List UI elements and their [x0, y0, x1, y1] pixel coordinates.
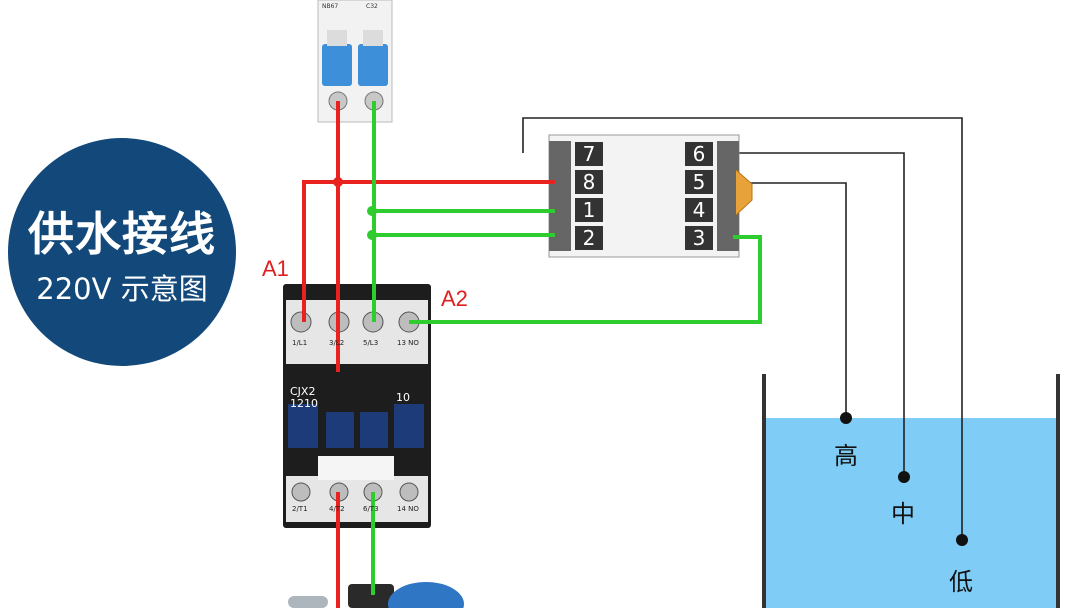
label-a1: A1 [262, 256, 289, 281]
relay-pin-7: 7 [575, 142, 603, 166]
breaker-brand: NB67 [322, 3, 339, 10]
breaker-toggle-left [322, 44, 352, 86]
relay-pin-8: 8 [575, 170, 603, 194]
terminal-bottom-2: 4/T2 [329, 505, 345, 513]
level-low-label: 低 [949, 568, 973, 596]
terminal-bottom-3: 6/T3 [363, 505, 379, 513]
relay-terminals-left [549, 141, 571, 251]
badge-title: 供水接线 [28, 207, 216, 261]
contactor-model-line2: 1210 [290, 397, 318, 410]
terminal-top-4: 13 NO [397, 339, 419, 347]
breaker-rating: C32 [366, 3, 378, 10]
breaker-clip-right [363, 30, 383, 46]
contactor-window-4 [394, 404, 424, 448]
breaker-toggle-right [358, 44, 388, 86]
relay-pin-4: 4 [685, 198, 713, 222]
terminal-top-3: 5/L3 [363, 339, 379, 347]
contactor-window-1 [288, 404, 318, 448]
wire-high-probe [746, 182, 847, 418]
junction-live [333, 177, 343, 187]
level-high-label: 高 [834, 442, 858, 470]
live-wires [302, 101, 555, 608]
label-a2: A2 [441, 286, 468, 311]
relay-pin-2: 2 [575, 226, 603, 250]
junction-neutral-1 [367, 206, 377, 216]
probe-mid [898, 471, 910, 483]
contactor-model-line1: CJX2 [290, 385, 316, 398]
probe-low [956, 534, 968, 546]
contactor-screw-top-1 [290, 311, 312, 333]
wire-low-probe [522, 117, 963, 540]
junction-neutral-2 [367, 230, 377, 240]
badge-subtitle: 220V 示意图 [36, 272, 208, 306]
relay-pin-1: 1 [575, 198, 603, 222]
contactor-screw-bottom-4 [399, 482, 419, 502]
contactor-model-code: 10 [396, 391, 410, 404]
level-mid-label: 中 [891, 500, 915, 528]
terminal-bottom-4: 14 NO [397, 505, 419, 513]
wire-a2 [409, 235, 762, 324]
tank-water [766, 418, 1056, 608]
wire-mid-probe [730, 152, 905, 476]
terminal-top-1: 1/L1 [292, 339, 308, 347]
pump-base [288, 596, 328, 608]
terminal-bottom-1: 2/T1 [292, 505, 308, 513]
terminal-top-2: 3/L2 [329, 339, 345, 347]
relay-terminals-right [717, 141, 739, 251]
contactor-window-3 [360, 412, 388, 448]
contactor-screw-bottom-1 [291, 482, 311, 502]
title-badge: 供水接线 220V 示意图 [8, 138, 236, 366]
pump-terminal-box [348, 584, 394, 608]
probe-high [840, 412, 852, 424]
relay-clip [735, 169, 753, 216]
relay-pin-5: 5 [685, 170, 713, 194]
wire-live-a1 [302, 180, 555, 322]
relay-pin-3: 3 [685, 226, 713, 250]
contactor-window-2 [326, 412, 354, 448]
relay-pin-6: 6 [685, 142, 713, 166]
breaker-clip-left [327, 30, 347, 46]
pump-motor [388, 582, 464, 608]
contactor-top-block [286, 300, 428, 364]
contactor-slot [318, 456, 394, 480]
